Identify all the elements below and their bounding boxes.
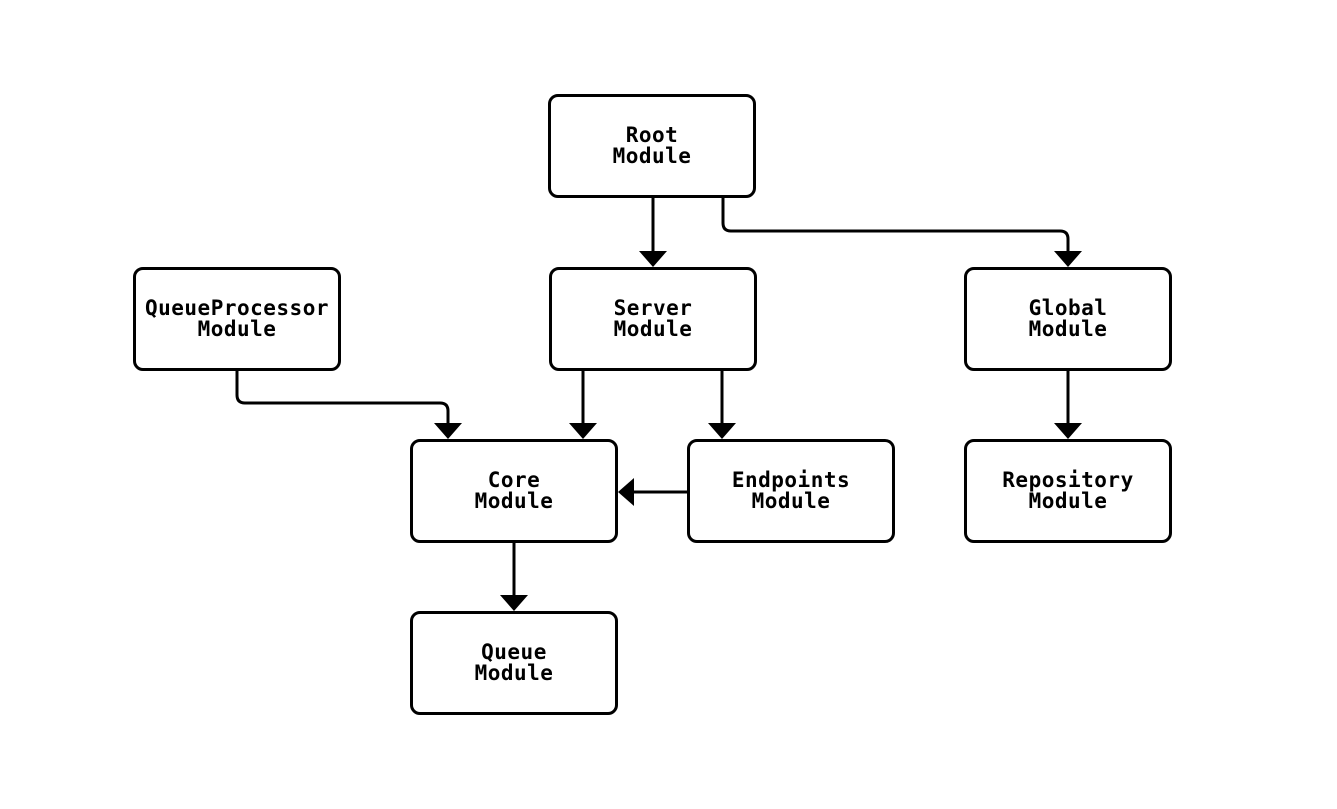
- node-label: Endpoints Module: [731, 468, 851, 513]
- node-repository-module: Repository Module: [964, 439, 1172, 543]
- node-label: Repository Module: [1002, 468, 1134, 513]
- arrowhead-down-icon: [708, 423, 736, 439]
- node-label: Core Module: [474, 468, 554, 513]
- edge-root-to-server: [639, 198, 667, 267]
- edge-line: [721, 198, 1070, 251]
- node-queueprocessor-module: QueueProcessor Module: [133, 267, 341, 371]
- edge-server-to-endpoints: [708, 371, 736, 439]
- arrowhead-left-icon: [618, 478, 634, 506]
- node-label: Root Module: [612, 123, 692, 168]
- node-label: Server Module: [613, 296, 693, 341]
- edge-root-to-global: [721, 198, 1082, 267]
- edge-endpoints-to-core: [618, 478, 687, 506]
- node-label: Global Module: [1028, 296, 1108, 341]
- arrowhead-down-icon: [434, 423, 462, 439]
- node-endpoints-module: Endpoints Module: [687, 439, 895, 543]
- node-label: QueueProcessor Module: [144, 296, 329, 341]
- node-label: Queue Module: [474, 640, 554, 685]
- edge-global-to-repository: [1054, 371, 1082, 439]
- arrowhead-down-icon: [639, 251, 667, 267]
- edge-core-to-queue: [500, 543, 528, 611]
- node-queue-module: Queue Module: [410, 611, 618, 715]
- arrowhead-down-icon: [500, 595, 528, 611]
- arrowhead-down-icon: [1054, 251, 1082, 267]
- node-root-module: Root Module: [548, 94, 756, 198]
- node-server-module: Server Module: [549, 267, 757, 371]
- node-core-module: Core Module: [410, 439, 618, 543]
- arrowhead-down-icon: [569, 423, 597, 439]
- node-global-module: Global Module: [964, 267, 1172, 371]
- edge-queueprocessor-to-core: [235, 371, 462, 439]
- edge-line: [235, 371, 450, 423]
- arrowhead-down-icon: [1054, 423, 1082, 439]
- edge-server-to-core: [569, 371, 597, 439]
